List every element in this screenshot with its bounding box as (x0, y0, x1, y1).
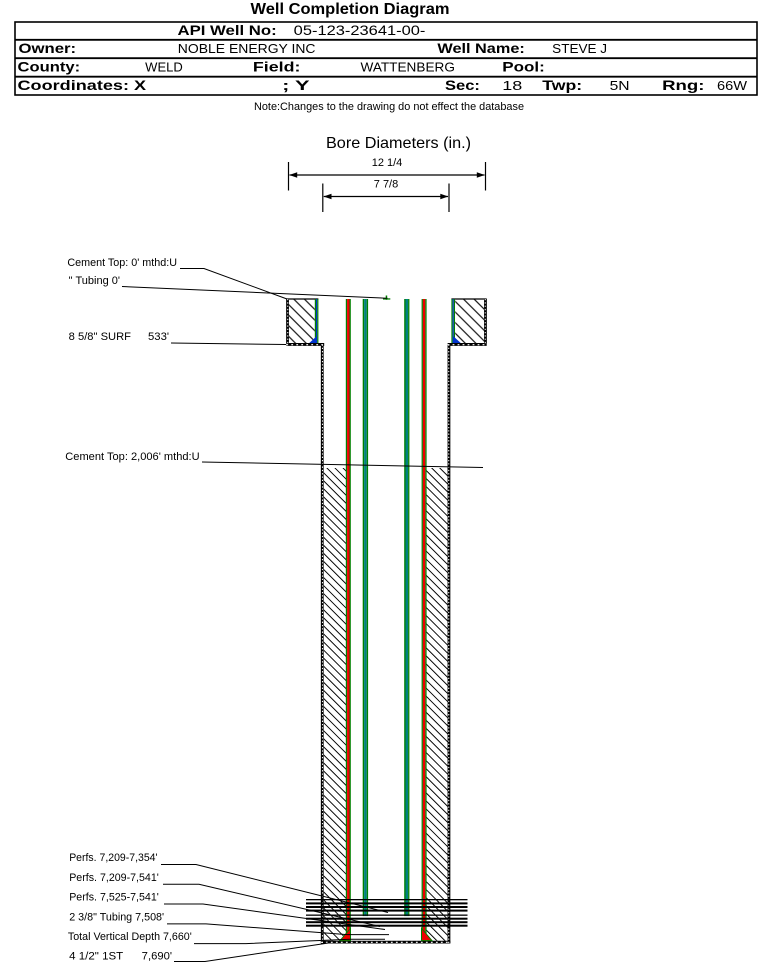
svg-text:Sec:: Sec: (445, 77, 480, 93)
svg-text:Bore Diameters (in.): Bore Diameters (in.) (326, 135, 471, 152)
svg-text:Well Name:: Well Name: (437, 40, 524, 56)
svg-text:Cement Top: 0' mthd:U: Cement Top: 0' mthd:U (67, 257, 177, 269)
svg-text:" Tubing 0': " Tubing 0' (69, 275, 120, 287)
svg-text:Well Completion Diagram: Well Completion Diagram (251, 1, 450, 18)
svg-text:Perfs. 7,209-7,541': Perfs. 7,209-7,541' (69, 872, 159, 884)
svg-text:Perfs. 7,209-7,354': Perfs. 7,209-7,354' (69, 852, 157, 864)
svg-text:WELD: WELD (145, 60, 183, 75)
svg-text:Note:Changes to the drawing do: Note:Changes to the drawing do not effec… (254, 101, 524, 113)
svg-text:2 3/8" Tubing 7,508': 2 3/8" Tubing 7,508' (69, 911, 164, 923)
svg-text:STEVE J: STEVE J (552, 41, 607, 56)
svg-text:Total Vertical Depth 7,660': Total Vertical Depth 7,660' (68, 931, 192, 943)
svg-text:County:: County: (18, 59, 81, 75)
svg-text:WATTENBERG: WATTENBERG (361, 60, 455, 75)
svg-text:Coordinates: X: Coordinates: X (18, 77, 147, 93)
svg-text:Cement Top: 2,006' mthd:U: Cement Top: 2,006' mthd:U (65, 451, 199, 463)
svg-text:5N: 5N (610, 78, 630, 93)
svg-text:18: 18 (502, 78, 522, 93)
svg-text:Perfs. 7,525-7,541': Perfs. 7,525-7,541' (69, 892, 159, 904)
svg-text:Rng:: Rng: (662, 77, 704, 93)
svg-text:Field:: Field: (253, 59, 301, 75)
svg-text:Twp:: Twp: (542, 77, 582, 93)
svg-text:NOBLE ENERGY INC: NOBLE ENERGY INC (178, 41, 316, 56)
svg-text:7 7/8: 7 7/8 (374, 179, 398, 191)
svg-text:8 5/8" SURF: 8 5/8" SURF (69, 331, 132, 343)
svg-text:533': 533' (148, 331, 169, 343)
svg-text:7,690': 7,690' (142, 951, 172, 962)
svg-text:Owner:: Owner: (19, 40, 77, 56)
svg-text:66W: 66W (717, 78, 748, 93)
svg-text:4 1/2" 1ST: 4 1/2" 1ST (69, 951, 123, 962)
svg-text:API Well No:: API Well No: (178, 22, 277, 38)
svg-text:05-123-23641-00-: 05-123-23641-00- (294, 23, 426, 38)
svg-text:12 1/4: 12 1/4 (372, 157, 403, 169)
svg-text:; Y: ; Y (282, 77, 311, 93)
svg-text:Pool:: Pool: (502, 59, 545, 75)
